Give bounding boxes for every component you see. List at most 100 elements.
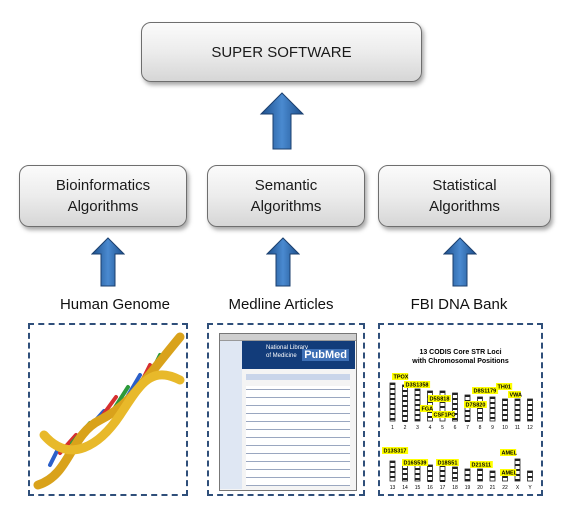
chromosome-band [402, 468, 408, 470]
chromosome-band [390, 408, 395, 410]
chromosome-band [390, 388, 395, 390]
chromosome-label: Y [528, 485, 532, 491]
locus-tag-bg [392, 373, 409, 380]
locus-tag-bg [472, 387, 499, 394]
chromosome-label: 4 [429, 425, 432, 431]
chromosome-label: 11 [515, 425, 520, 431]
locus-tag-bg [500, 469, 517, 476]
chromosome-band [440, 475, 445, 477]
medline-brand: PubMed [302, 349, 349, 361]
chromosome-band [402, 390, 408, 392]
algorithm-box-line2: Algorithms [429, 198, 500, 215]
chromosome-band [502, 399, 508, 401]
chromosome-band [452, 477, 458, 479]
up-arrow-semantic-icon [266, 237, 300, 287]
chromosome-band [427, 465, 433, 467]
chromosome-label: 10 [502, 425, 508, 431]
locus-label: D13S317 [384, 449, 407, 455]
chromosome-band [427, 391, 433, 393]
chromosome-band [452, 418, 458, 420]
up-arrow-bioinformatics-icon [91, 237, 125, 287]
chromosome-band [515, 459, 520, 461]
chromosome-band [390, 398, 395, 400]
algorithm-box-line1: Statistical [432, 177, 497, 194]
chromosome-band [502, 414, 508, 416]
chromosome-band [502, 409, 508, 411]
chromosome-band [427, 475, 433, 477]
chromosome-band [515, 474, 520, 476]
locus-label: D21S11 [472, 463, 492, 469]
chromosome-label: 15 [415, 485, 421, 491]
chromosome-band [415, 394, 420, 396]
chromosome-band [465, 410, 470, 412]
algorithm-box-line2: Algorithms [250, 198, 322, 215]
chromosome-band [415, 389, 420, 391]
chromosome-band [527, 404, 533, 406]
chromosome-band [402, 473, 408, 475]
chromosome-label: 20 [477, 485, 483, 491]
algorithm-box-line1: Bioinformatics [55, 177, 151, 194]
locus-label: CSF1PO [434, 413, 457, 419]
super-software-box: SUPER SOFTWARE [141, 22, 422, 82]
chromosome-band [527, 409, 533, 411]
chromosome-label: 14 [402, 485, 408, 491]
chromosome-band [402, 410, 408, 412]
chromosome-label: 17 [440, 485, 446, 491]
locus-label: D18S51 [438, 461, 458, 467]
chromosome-band [527, 471, 533, 473]
chromosome-band [515, 419, 520, 421]
chromosome-label: 13 [390, 485, 396, 491]
chromosome-band [465, 395, 470, 397]
chromosome-band [390, 461, 395, 463]
chromosome-band [465, 474, 470, 476]
chromosome-band [390, 466, 395, 468]
locus-tag-bg [500, 449, 517, 456]
chromosome-label: 12 [527, 425, 533, 431]
chromosome-label: 1 [391, 425, 394, 431]
locus-label: AMEL [502, 451, 518, 457]
locus-label: D3S1358 [406, 383, 429, 389]
chromosome-band [452, 467, 458, 469]
locus-label: TPOX [394, 375, 409, 381]
chromosome-band [402, 415, 408, 417]
chromosome-band [390, 471, 395, 473]
chromosome-label: 21 [490, 485, 496, 491]
fbi-dna-bank-frame: 13 CODIS Core STR Loci with Chromosomal … [378, 323, 543, 496]
chromosome-band [515, 469, 520, 471]
chromosome-band [390, 413, 395, 415]
chromosome-label: 18 [452, 485, 458, 491]
chromosome-band [402, 395, 408, 397]
chromosome-band [515, 464, 520, 466]
chromosome-band [390, 393, 395, 395]
medline-webpage-screenshot: National Library of Medicine PubMed [219, 333, 357, 491]
up-arrow-statistical-icon [443, 237, 477, 287]
locus-tag-bg [496, 383, 513, 390]
chromosome-band [402, 405, 408, 407]
chromosome-band [415, 419, 420, 421]
chromosome-label: 6 [454, 425, 457, 431]
chromosome-band [390, 476, 395, 478]
dna-helix-image [33, 332, 185, 490]
chromosome-band [465, 479, 470, 481]
chromosome-label: 7 [466, 425, 469, 431]
chromosome-band [477, 397, 483, 399]
locus-label: FGA [422, 407, 434, 413]
chromosome-band [415, 404, 420, 406]
chromosome-band [477, 479, 483, 481]
chromosome-band [502, 476, 508, 478]
chromosome-band [527, 476, 533, 478]
codis-title-line2: with Chromosomal Positions [412, 358, 509, 365]
algorithm-box-line2: Algorithms [67, 198, 139, 215]
chromosome-band [390, 418, 395, 420]
chromosome-band [402, 400, 408, 402]
chromosome-band [515, 409, 520, 411]
chromosome-band [477, 412, 483, 414]
chromosome-band [515, 404, 520, 406]
chromosome-band [527, 414, 533, 416]
chromosome-band [415, 468, 420, 470]
locus-tag-bg [436, 459, 459, 466]
locus-label: AMEL [502, 471, 518, 477]
locus-tag-bg [402, 459, 429, 466]
